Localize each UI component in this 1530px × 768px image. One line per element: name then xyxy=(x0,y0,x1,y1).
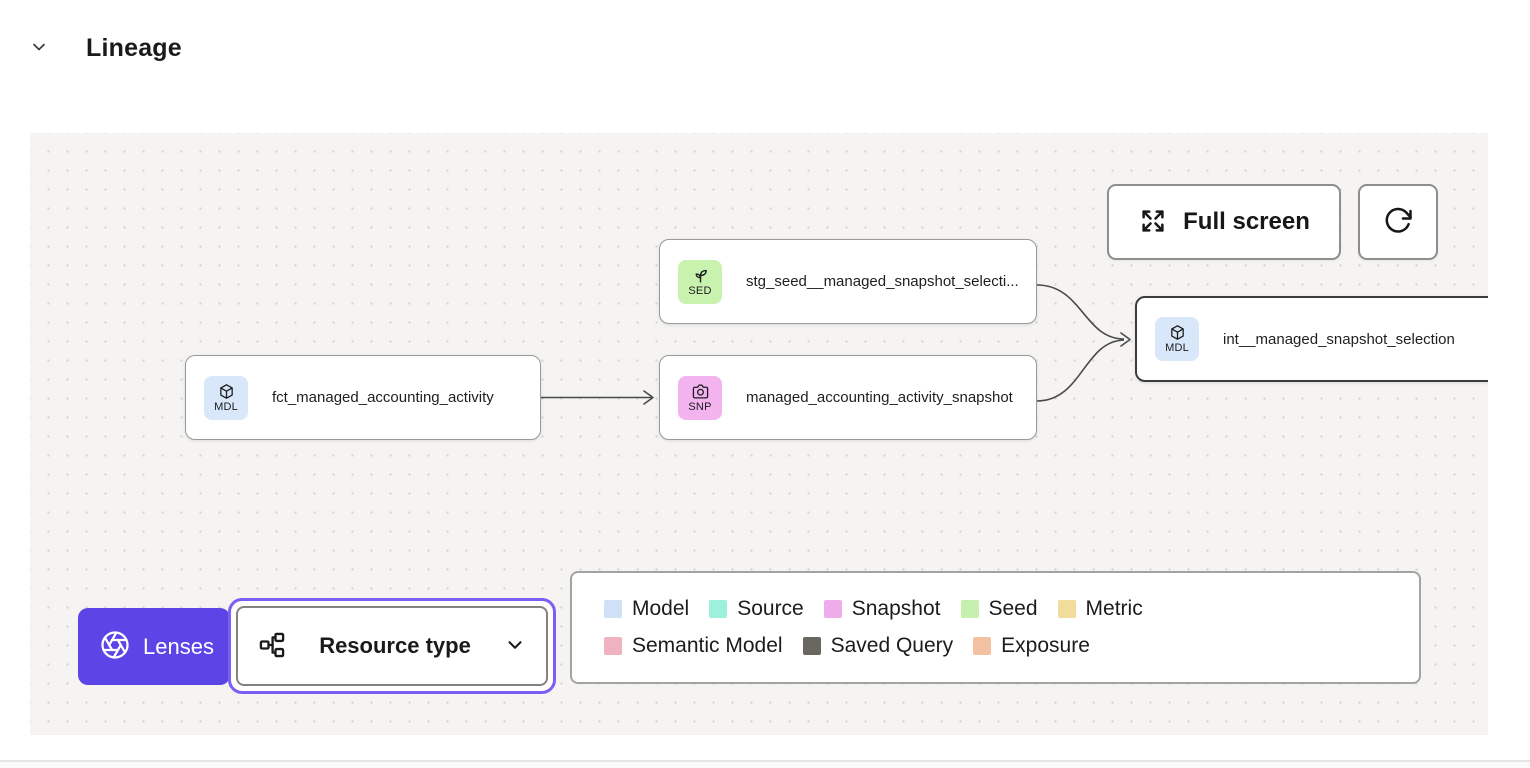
legend-item-seed: Seed xyxy=(960,597,1038,621)
legend-swatch xyxy=(709,600,728,618)
legend-swatch xyxy=(802,637,821,655)
refresh-button[interactable] xyxy=(1358,184,1438,260)
legend-item-semantic-model: Semantic Model xyxy=(604,634,783,658)
section-header: Lineage xyxy=(28,34,182,63)
full-screen-button[interactable]: Full screen xyxy=(1107,184,1341,260)
legend-label: Source xyxy=(737,597,804,620)
badge-code: SED xyxy=(688,284,712,297)
node-label: fct_managed_accounting_activity xyxy=(272,389,494,406)
legend-item-exposure: Exposure xyxy=(973,634,1090,658)
next-section-edge xyxy=(0,762,1530,768)
resource-graph-icon xyxy=(258,631,286,662)
expand-icon xyxy=(1138,206,1168,239)
legend-item-saved-query: Saved Query xyxy=(802,634,954,658)
lineage-canvas[interactable]: SED stg_seed__managed_snapshot_selecti..… xyxy=(30,133,1488,735)
lenses-button[interactable]: Lenses xyxy=(78,608,230,685)
chevron-down-icon xyxy=(504,634,526,659)
legend-swatch xyxy=(1057,600,1076,618)
collapse-section-button[interactable] xyxy=(28,38,50,60)
legend-swatch xyxy=(604,637,622,655)
legend-row-2: Semantic Model Saved Query Exposure xyxy=(604,634,1387,658)
legend-swatch xyxy=(604,600,622,618)
model-badge: MDL xyxy=(204,375,248,420)
legend-panel: Model Source Snapshot Seed Metric xyxy=(570,571,1421,684)
refresh-icon xyxy=(1383,206,1413,239)
node-label: managed_accounting_activity_snapshot xyxy=(746,389,1013,406)
node-label: int__managed_snapshot_selection xyxy=(1223,330,1455,348)
legend-row-1: Model Source Snapshot Seed Metric xyxy=(604,597,1387,621)
legend-label: Seed xyxy=(988,597,1038,620)
lenses-label: Lenses xyxy=(143,633,214,659)
resource-type-label: Resource type xyxy=(319,633,471,658)
badge-code: MDL xyxy=(1165,342,1189,354)
node-stg-seed[interactable]: SED stg_seed__managed_snapshot_selecti..… xyxy=(659,239,1037,324)
node-managed-accounting-activity-snapshot[interactable]: SNP managed_accounting_activity_snapshot xyxy=(659,355,1037,440)
legend-label: Exposure xyxy=(1001,634,1090,657)
legend-item-model: Model xyxy=(604,597,689,621)
legend-swatch xyxy=(823,600,842,618)
aperture-icon xyxy=(100,630,130,663)
legend-swatch xyxy=(973,637,992,655)
cube-icon xyxy=(1169,324,1186,341)
chevron-down-icon xyxy=(29,37,49,60)
badge-code: SNP xyxy=(688,400,712,413)
legend-item-metric: Metric xyxy=(1057,597,1143,621)
full-screen-label: Full screen xyxy=(1183,208,1310,235)
node-int-managed-snapshot-selection[interactable]: MDL int__managed_snapshot_selection xyxy=(1135,296,1488,382)
legend-label: Semantic Model xyxy=(632,634,783,657)
cube-icon xyxy=(218,383,235,400)
badge-code: MDL xyxy=(214,400,238,413)
snapshot-badge: SNP xyxy=(678,375,722,420)
resource-type-dropdown[interactable]: Resource type xyxy=(236,606,548,686)
camera-icon xyxy=(692,383,709,400)
legend-swatch xyxy=(960,600,979,618)
legend-label: Saved Query xyxy=(830,634,954,657)
legend-item-snapshot: Snapshot xyxy=(823,597,941,621)
resource-type-focus-ring: Resource type xyxy=(228,598,556,694)
seed-badge: SED xyxy=(678,259,722,304)
model-badge: MDL xyxy=(1155,317,1199,361)
legend-label: Metric xyxy=(1085,597,1143,620)
node-fct-managed-accounting-activity[interactable]: MDL fct_managed_accounting_activity xyxy=(185,355,541,440)
page-title: Lineage xyxy=(86,34,182,62)
legend-label: Model xyxy=(632,597,690,620)
node-label: stg_seed__managed_snapshot_selecti... xyxy=(746,273,1019,290)
legend-item-source: Source xyxy=(709,597,804,621)
section-divider xyxy=(0,760,1530,762)
legend-label: Snapshot xyxy=(851,597,941,620)
seedling-icon xyxy=(692,267,709,284)
